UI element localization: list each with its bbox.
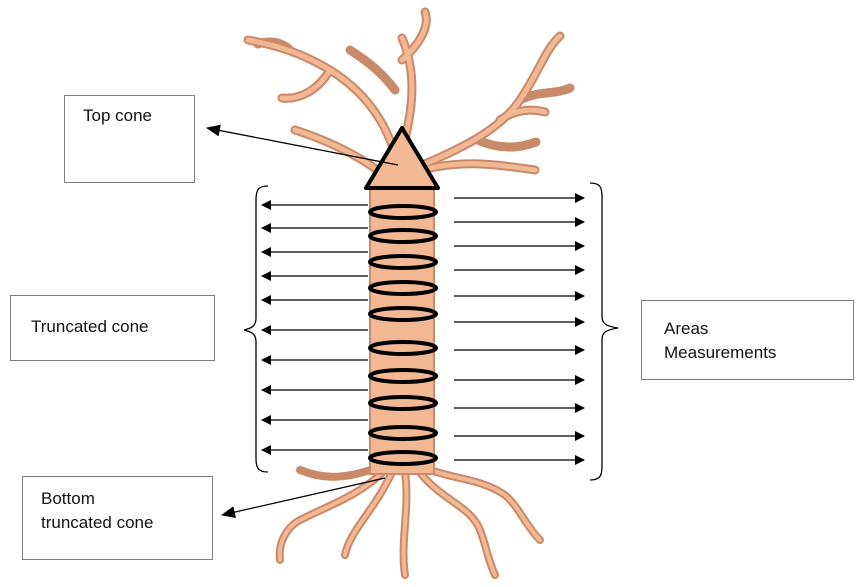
areas-measurements-label-box: Areas Measurements bbox=[641, 300, 854, 380]
bottom-cone-label-box: Bottom truncated cone bbox=[22, 476, 213, 560]
areas-label-line2: Measurements bbox=[664, 341, 853, 365]
truncated-cone-label: Truncated cone bbox=[31, 315, 214, 339]
top-cone-label: Top cone bbox=[83, 104, 194, 128]
top-cone-label-box: Top cone bbox=[64, 95, 195, 183]
left-curly-brace-icon bbox=[244, 186, 268, 472]
bottom-cone-pointer-arrow bbox=[222, 478, 385, 515]
bottom-label-line1: Bottom bbox=[41, 487, 212, 511]
tree-roots-icon bbox=[280, 468, 540, 575]
top-cone-triangle-icon bbox=[366, 128, 438, 188]
right-curly-brace-icon bbox=[590, 183, 618, 480]
truncated-cone-label-box: Truncated cone bbox=[10, 295, 215, 361]
right-arrows bbox=[454, 198, 584, 460]
left-arrows bbox=[262, 205, 368, 450]
bottom-label-line2: truncated cone bbox=[41, 511, 212, 535]
areas-label-line1: Areas bbox=[664, 317, 853, 341]
